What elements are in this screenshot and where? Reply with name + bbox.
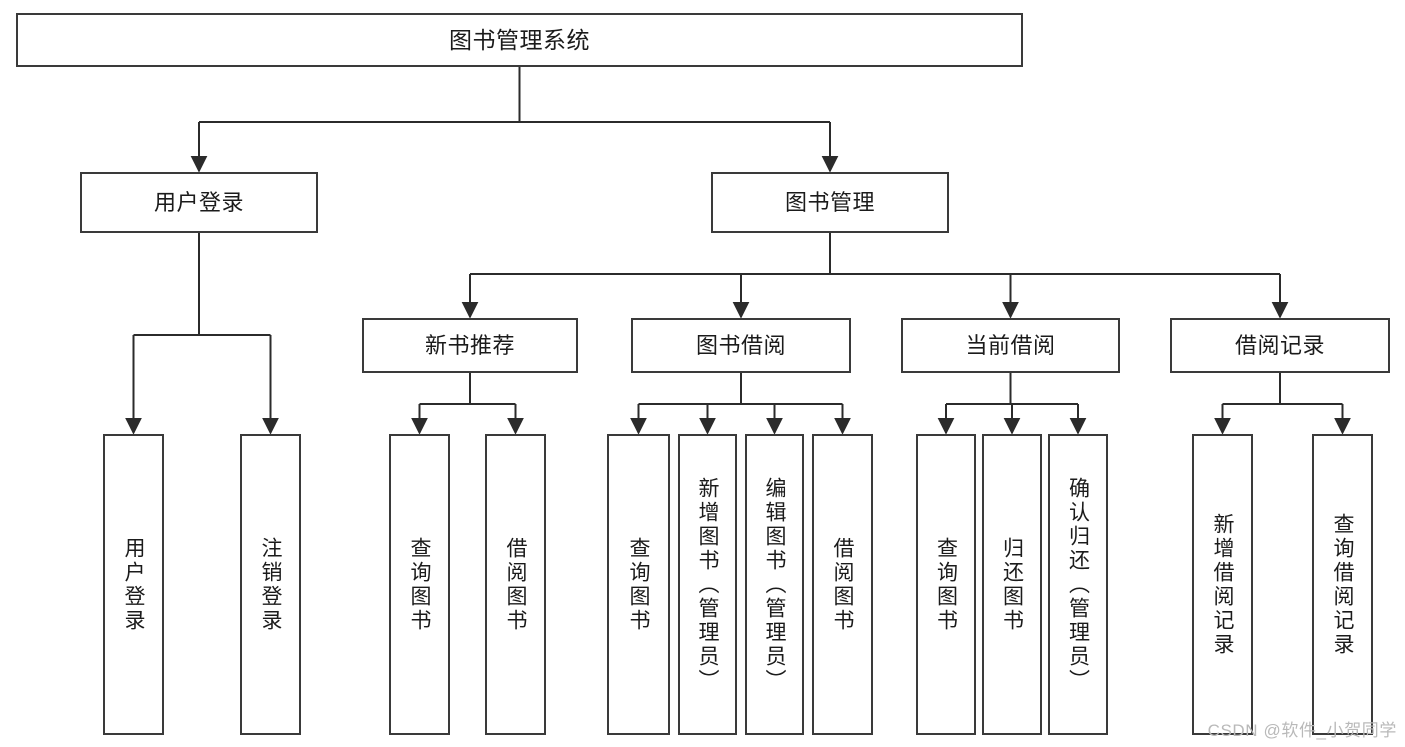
node-label: 图书管理系统: [449, 26, 590, 53]
node-label: 查询图书: [934, 536, 958, 633]
node-book-manage[interactable]: 图书管理: [711, 172, 949, 233]
node-label: 确认归还（管理员）: [1066, 476, 1090, 693]
node-leaf-add-borrow-record[interactable]: 新增借阅记录: [1192, 434, 1253, 735]
node-leaf-borrow-book-1[interactable]: 借阅图书: [485, 434, 546, 735]
node-leaf-query-book-3[interactable]: 查询图书: [916, 434, 976, 735]
node-label: 借阅图书: [504, 536, 527, 633]
node-label: 借阅记录: [1234, 332, 1325, 358]
edge-group: [125, 67, 1351, 435]
node-leaf-query-borrow-record[interactable]: 查询借阅记录: [1312, 434, 1373, 735]
node-leaf-user-login[interactable]: 用户登录: [103, 434, 164, 735]
node-label: 图书管理: [784, 189, 875, 215]
node-leaf-query-book-1[interactable]: 查询图书: [389, 434, 450, 735]
node-label: 用户登录: [122, 536, 145, 633]
node-user-login[interactable]: 用户登录: [80, 172, 318, 233]
node-borrow-record[interactable]: 借阅记录: [1170, 318, 1390, 373]
node-leaf-confirm-return-admin[interactable]: 确认归还（管理员）: [1048, 434, 1108, 735]
watermark-credit: CSDN @软件_小贺同学: [1207, 721, 1397, 740]
node-label: 新书推荐: [424, 332, 515, 358]
node-label: 新增图书（管理员）: [696, 476, 719, 693]
node-label: 查询图书: [408, 536, 431, 633]
node-label: 新增借阅记录: [1211, 512, 1234, 657]
node-label: 当前借阅: [965, 332, 1056, 358]
node-leaf-add-book-admin[interactable]: 新增图书（管理员）: [678, 434, 737, 735]
node-leaf-borrow-book-2[interactable]: 借阅图书: [812, 434, 873, 735]
node-label: 查询借阅记录: [1331, 512, 1354, 657]
node-label: 图书借阅: [695, 332, 786, 358]
node-label: 用户登录: [153, 189, 244, 215]
node-leaf-query-book-2[interactable]: 查询图书: [607, 434, 670, 735]
node-new-book-recommend[interactable]: 新书推荐: [362, 318, 578, 373]
node-label: 借阅图书: [831, 536, 854, 633]
node-current-borrow[interactable]: 当前借阅: [901, 318, 1120, 373]
node-leaf-user-logout[interactable]: 注销登录: [240, 434, 301, 735]
node-root[interactable]: 图书管理系统: [16, 13, 1023, 67]
node-leaf-edit-book-admin[interactable]: 编辑图书（管理员）: [745, 434, 804, 735]
node-label: 归还图书: [1000, 536, 1024, 633]
node-label: 注销登录: [259, 536, 282, 633]
node-label: 查询图书: [627, 536, 650, 633]
node-label: 编辑图书（管理员）: [763, 476, 786, 693]
node-leaf-return-book[interactable]: 归还图书: [982, 434, 1042, 735]
node-book-borrow[interactable]: 图书借阅: [631, 318, 851, 373]
